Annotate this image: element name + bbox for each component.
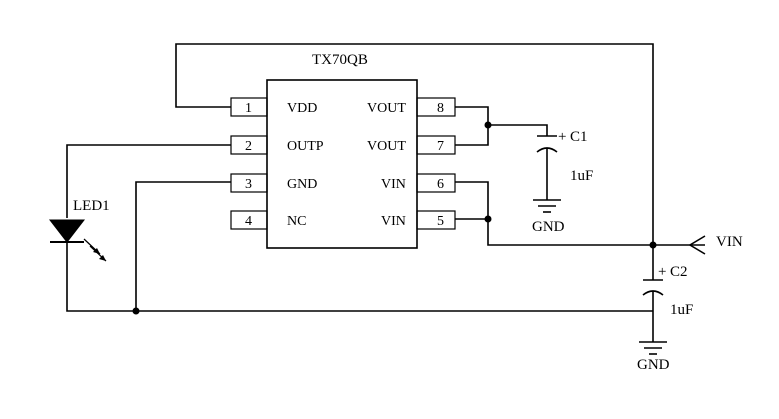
pin-6-box bbox=[416, 173, 456, 193]
c1-ground-icon bbox=[533, 199, 561, 213]
pin-7-number: 7 bbox=[437, 139, 444, 154]
ic-body bbox=[266, 79, 418, 249]
wire-outp-to-led bbox=[66, 144, 231, 218]
pin-4-number: 4 bbox=[245, 214, 252, 229]
junction-gnd-rail bbox=[132, 307, 140, 315]
pin-6-label: VIN bbox=[381, 177, 406, 192]
c2-gnd-label: GND bbox=[637, 357, 670, 373]
led1-label: LED1 bbox=[73, 198, 110, 214]
junction-vout bbox=[484, 121, 492, 129]
wire-vout-bridge bbox=[455, 106, 489, 146]
pin-7-label: VOUT bbox=[367, 139, 406, 154]
wire-vout-to-c1 bbox=[488, 124, 548, 136]
c2-plus: + bbox=[658, 264, 666, 280]
ic-name: TX70QB bbox=[312, 52, 368, 68]
c1-label: C1 bbox=[570, 129, 588, 145]
pin-8-number: 8 bbox=[437, 101, 444, 116]
c1-capacitor-symbol bbox=[536, 135, 558, 200]
c1-gnd-label: GND bbox=[532, 219, 565, 235]
pin-4-label: NC bbox=[287, 214, 306, 229]
pin-3-label: GND bbox=[287, 177, 317, 192]
pin-2-label: OUTP bbox=[287, 139, 324, 154]
pin-7-box bbox=[416, 135, 456, 155]
c1-plus: + bbox=[558, 129, 566, 145]
pin-3-number: 3 bbox=[245, 177, 252, 192]
pin-5-box bbox=[416, 210, 456, 230]
c2-label: C2 bbox=[670, 264, 688, 280]
vin-label: VIN bbox=[716, 234, 743, 250]
pin-4-box bbox=[230, 210, 268, 230]
pin-8-box bbox=[416, 97, 456, 117]
pin-8-label: VOUT bbox=[367, 101, 406, 116]
pin-5-label: VIN bbox=[381, 214, 406, 229]
c2-value: 1uF bbox=[670, 302, 693, 318]
c1-value: 1uF bbox=[570, 168, 593, 184]
pin-2-number: 2 bbox=[245, 139, 252, 154]
pin-1-label: VDD bbox=[287, 101, 317, 116]
pin-3-box bbox=[230, 173, 268, 193]
c2-ground-icon bbox=[639, 341, 667, 355]
pin-1-number: 1 bbox=[245, 101, 252, 116]
led1-symbol bbox=[48, 219, 107, 262]
junction-vin-pins bbox=[484, 215, 492, 223]
c2-capacitor-symbol bbox=[642, 245, 664, 342]
pin-5-number: 5 bbox=[437, 214, 444, 229]
wire-led-to-ground-rail bbox=[66, 242, 653, 312]
vin-arrow-icon bbox=[688, 235, 706, 255]
wire-gnd-to-rail bbox=[135, 181, 231, 311]
pin-6-number: 6 bbox=[437, 177, 444, 192]
wire-vdd-to-vin bbox=[175, 43, 654, 245]
wire-vin-6 bbox=[455, 181, 653, 246]
